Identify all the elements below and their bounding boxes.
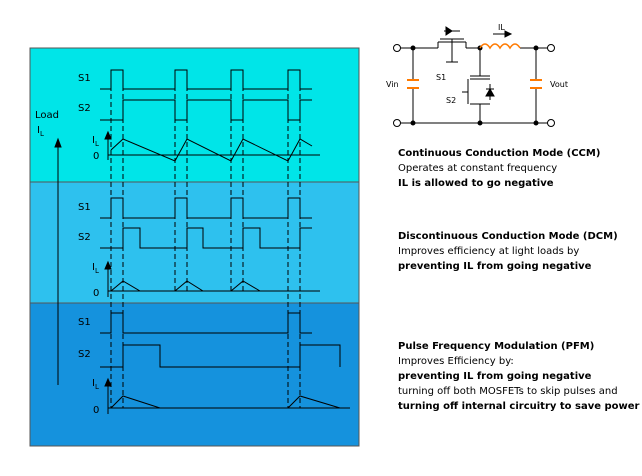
load-arrow — [54, 137, 62, 385]
dcm-title: Discontinuous Conduction Mode (DCM) — [398, 231, 618, 242]
pfm-band — [29, 302, 360, 447]
circuit-il-label: IL — [498, 23, 505, 32]
pfm-line3: turning off both MOSFETs to skip pulses … — [398, 386, 618, 397]
load-label: Load — [35, 110, 59, 121]
dcm-line1: Improves efficiency at light loads by — [398, 246, 580, 257]
pfm-s2-label: S2 — [78, 349, 91, 360]
circuit-vin-label: Vin — [386, 80, 399, 89]
pfm-description: Pulse Frequency Modulation (PFM) Improve… — [398, 339, 639, 414]
ccm-s1-wave — [100, 69, 312, 90]
il-arrow — [493, 30, 513, 38]
ccm-il-axis — [104, 130, 320, 160]
dcm-line2: preventing IL from going negative — [398, 261, 592, 272]
pfm-zero-label: 0 — [93, 405, 99, 416]
alignment-dashes — [110, 70, 301, 408]
load-il-label: IL — [37, 125, 44, 138]
pfm-line1: Improves Efficiency by: — [398, 356, 514, 367]
dcm-il-label: IL — [92, 262, 99, 275]
ccm-zero-label: 0 — [93, 151, 99, 162]
pfm-title: Pulse Frequency Modulation (PFM) — [398, 341, 595, 352]
vout-capacitor — [530, 79, 542, 89]
buck-converter-schematic — [393, 26, 555, 127]
circuit-s2-label: S2 — [446, 96, 456, 105]
dcm-s2-wave — [100, 227, 312, 249]
circuit-s1-label: S1 — [436, 73, 446, 82]
ccm-il-label: IL — [92, 135, 99, 148]
pfm-il-wave — [110, 395, 341, 409]
pfm-line4: turning off internal circuitry to save p… — [398, 401, 640, 412]
dcm-s1-wave — [100, 197, 312, 219]
ccm-line1: Operates at constant frequency — [398, 163, 558, 174]
pfm-il-label: IL — [92, 378, 99, 391]
dcm-zero-label: 0 — [93, 288, 99, 299]
dcm-description: Discontinuous Conduction Mode (DCM) Impr… — [398, 229, 618, 274]
dcm-s1-label: S1 — [78, 202, 91, 213]
ccm-title: Continuous Conduction Mode (CCM) — [398, 148, 601, 159]
inductor — [479, 43, 521, 50]
circuit-vout-label: Vout — [550, 80, 568, 89]
ccm-band — [29, 47, 360, 183]
ccm-s1-label: S1 — [78, 73, 91, 84]
dcm-s2-label: S2 — [78, 232, 91, 243]
ccm-line2: IL is allowed to go negative — [398, 178, 554, 189]
pfm-line2: preventing IL from going negative — [398, 371, 592, 382]
pfm-s1-label: S1 — [78, 317, 91, 328]
vin-capacitor — [407, 79, 419, 89]
ccm-s2-label: S2 — [78, 103, 91, 114]
ccm-description: Continuous Conduction Mode (CCM) Operate… — [398, 146, 600, 191]
dcm-band — [29, 181, 360, 304]
